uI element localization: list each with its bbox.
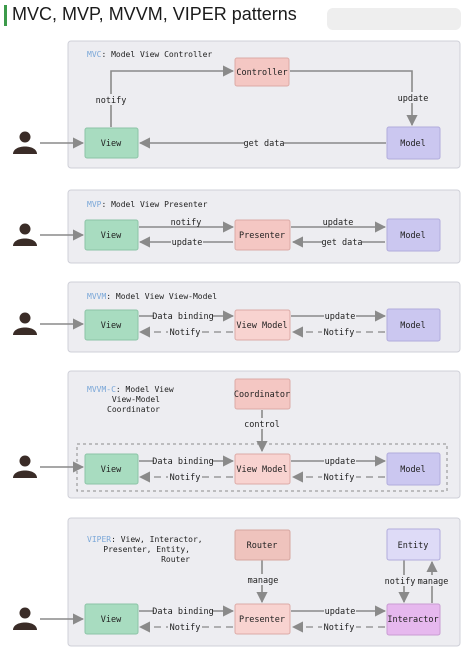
- mvvmc-data-binding-label: Data binding: [152, 457, 213, 467]
- mvc-update-label: update: [398, 94, 429, 104]
- mvvm-view-label: View: [101, 321, 122, 331]
- mvc-view-box: [84, 127, 139, 159]
- mvp-view-label: View: [101, 231, 122, 241]
- mvvm-notify-left-label: Notify: [170, 328, 201, 338]
- viper-entity-notify-label: notify: [385, 577, 416, 587]
- mvp-presenter-label: Presenter: [239, 231, 285, 241]
- mvvmc-notify-right-label: Notify: [324, 473, 355, 483]
- viper-router-label: Router: [247, 541, 278, 551]
- viper-entity-box: [386, 528, 441, 561]
- mvvm-notify-right-label: Notify: [324, 328, 355, 338]
- viper-notify-left-label: Notify: [170, 623, 201, 633]
- mvc-controller-label: Controller: [236, 68, 287, 78]
- mvvmc-panel: [67, 370, 461, 499]
- mvc-update-arrow: [290, 70, 418, 127]
- mvc-model-box: [386, 126, 441, 160]
- mvvmc-caption-3: Coordinator: [107, 405, 160, 414]
- mvc-get-data-label: get data: [244, 139, 285, 149]
- viper-entity-manage-label: manage: [418, 577, 449, 587]
- viper-router-box: [234, 529, 291, 561]
- mvp-update-right-label: update: [323, 218, 354, 228]
- viper-interactor-box: [386, 603, 441, 636]
- mvvmc-model-label: Model: [400, 465, 426, 475]
- viper-interactor-label: Interactor: [387, 615, 438, 625]
- viper-view-box: [84, 603, 139, 635]
- mvc-model-label: Model: [400, 139, 426, 149]
- mvvm-viewmodel-label: View Model: [236, 321, 287, 331]
- mvvmc-coordinator-label: Coordinator: [234, 390, 290, 400]
- viper-caption-3: Router: [161, 555, 190, 564]
- viper-caption-1: VIPER: View, Interactor,: [87, 535, 203, 544]
- viper-router-manage-label: manage: [248, 576, 279, 586]
- mvvmc-view-label: View: [101, 465, 122, 475]
- mvvm-update-label: update: [325, 312, 356, 322]
- user-icon: [13, 131, 37, 154]
- page-title: MVC, MVP, MVVM, VIPER patterns: [12, 4, 297, 24]
- mvvmc-section: MVVM-C: Model View View-Model Coordinato…: [13, 370, 461, 499]
- mvc-view-label: View: [101, 139, 122, 149]
- title-accent-bar: [4, 5, 7, 26]
- mvvmc-control-label: control: [244, 420, 280, 430]
- title-bar: MVC, MVP, MVVM, VIPER patterns: [0, 0, 474, 34]
- viper-presenter-box: [234, 603, 291, 635]
- mvp-section: MVP: Model View Presenter notify update …: [13, 189, 461, 264]
- user-icon: [13, 455, 37, 478]
- viper-section: VIPER: View, Interactor, Presenter, Enti…: [13, 517, 461, 647]
- mvp-view-box: [84, 219, 139, 251]
- mvvmc-view-box: [84, 453, 139, 485]
- mvc-caption: MVC: Model View Controller: [87, 50, 212, 59]
- mvvmc-viewmodel-box: [234, 453, 291, 485]
- mvp-update-left-label: update: [172, 238, 203, 248]
- mvp-model-label: Model: [400, 231, 426, 241]
- mvvmc-caption-1: MVVM-C: Model View: [87, 385, 174, 394]
- mvp-caption: MVP: Model View Presenter: [87, 200, 208, 209]
- mvvm-model-box: [386, 308, 441, 342]
- mvvm-caption: MVVM: Model View View-Model: [87, 292, 217, 301]
- mvvm-viewmodel-box: [234, 309, 291, 341]
- mvvm-model-label: Model: [400, 321, 426, 331]
- viper-update-label: update: [325, 607, 356, 617]
- mvc-panel: [67, 40, 461, 169]
- viper-presenter-label: Presenter: [239, 615, 285, 625]
- viper-entity-label: Entity: [398, 541, 429, 551]
- mvc-section: MVC: Model View Controller notify update…: [13, 40, 461, 169]
- user-icon: [13, 223, 37, 246]
- viper-caption-2: Presenter, Entity,: [103, 545, 190, 554]
- viper-data-binding-label: Data binding: [152, 607, 213, 617]
- mvvmc-caption-2: View-Model: [112, 395, 160, 404]
- mvc-controller-box: [234, 57, 290, 87]
- mvp-get-data-label: get data: [322, 238, 363, 248]
- mvvmc-update-label: update: [325, 457, 356, 467]
- mvvmc-viewmodel-label: View Model: [236, 465, 287, 475]
- mvc-notify-label: notify: [96, 96, 127, 106]
- mvp-model-box: [386, 218, 441, 252]
- mvc-notify-arrow: [110, 65, 235, 127]
- viper-notify-right-label: Notify: [324, 623, 355, 633]
- user-icon: [13, 607, 37, 630]
- mvvmc-coordinator-box: [234, 378, 291, 410]
- mvp-presenter-box: [234, 219, 291, 251]
- mvp-notify-label: notify: [171, 218, 202, 228]
- mvvmc-model-box: [386, 452, 441, 486]
- user-icon: [13, 312, 37, 335]
- mvvm-view-box: [84, 309, 139, 341]
- mvvm-data-binding-label: Data binding: [152, 312, 213, 322]
- mvvmc-notify-left-label: Notify: [170, 473, 201, 483]
- mvvm-section: MVVM: Model View View-Model Data binding…: [13, 281, 461, 353]
- viper-view-label: View: [101, 615, 122, 625]
- blurred-region: [327, 8, 461, 30]
